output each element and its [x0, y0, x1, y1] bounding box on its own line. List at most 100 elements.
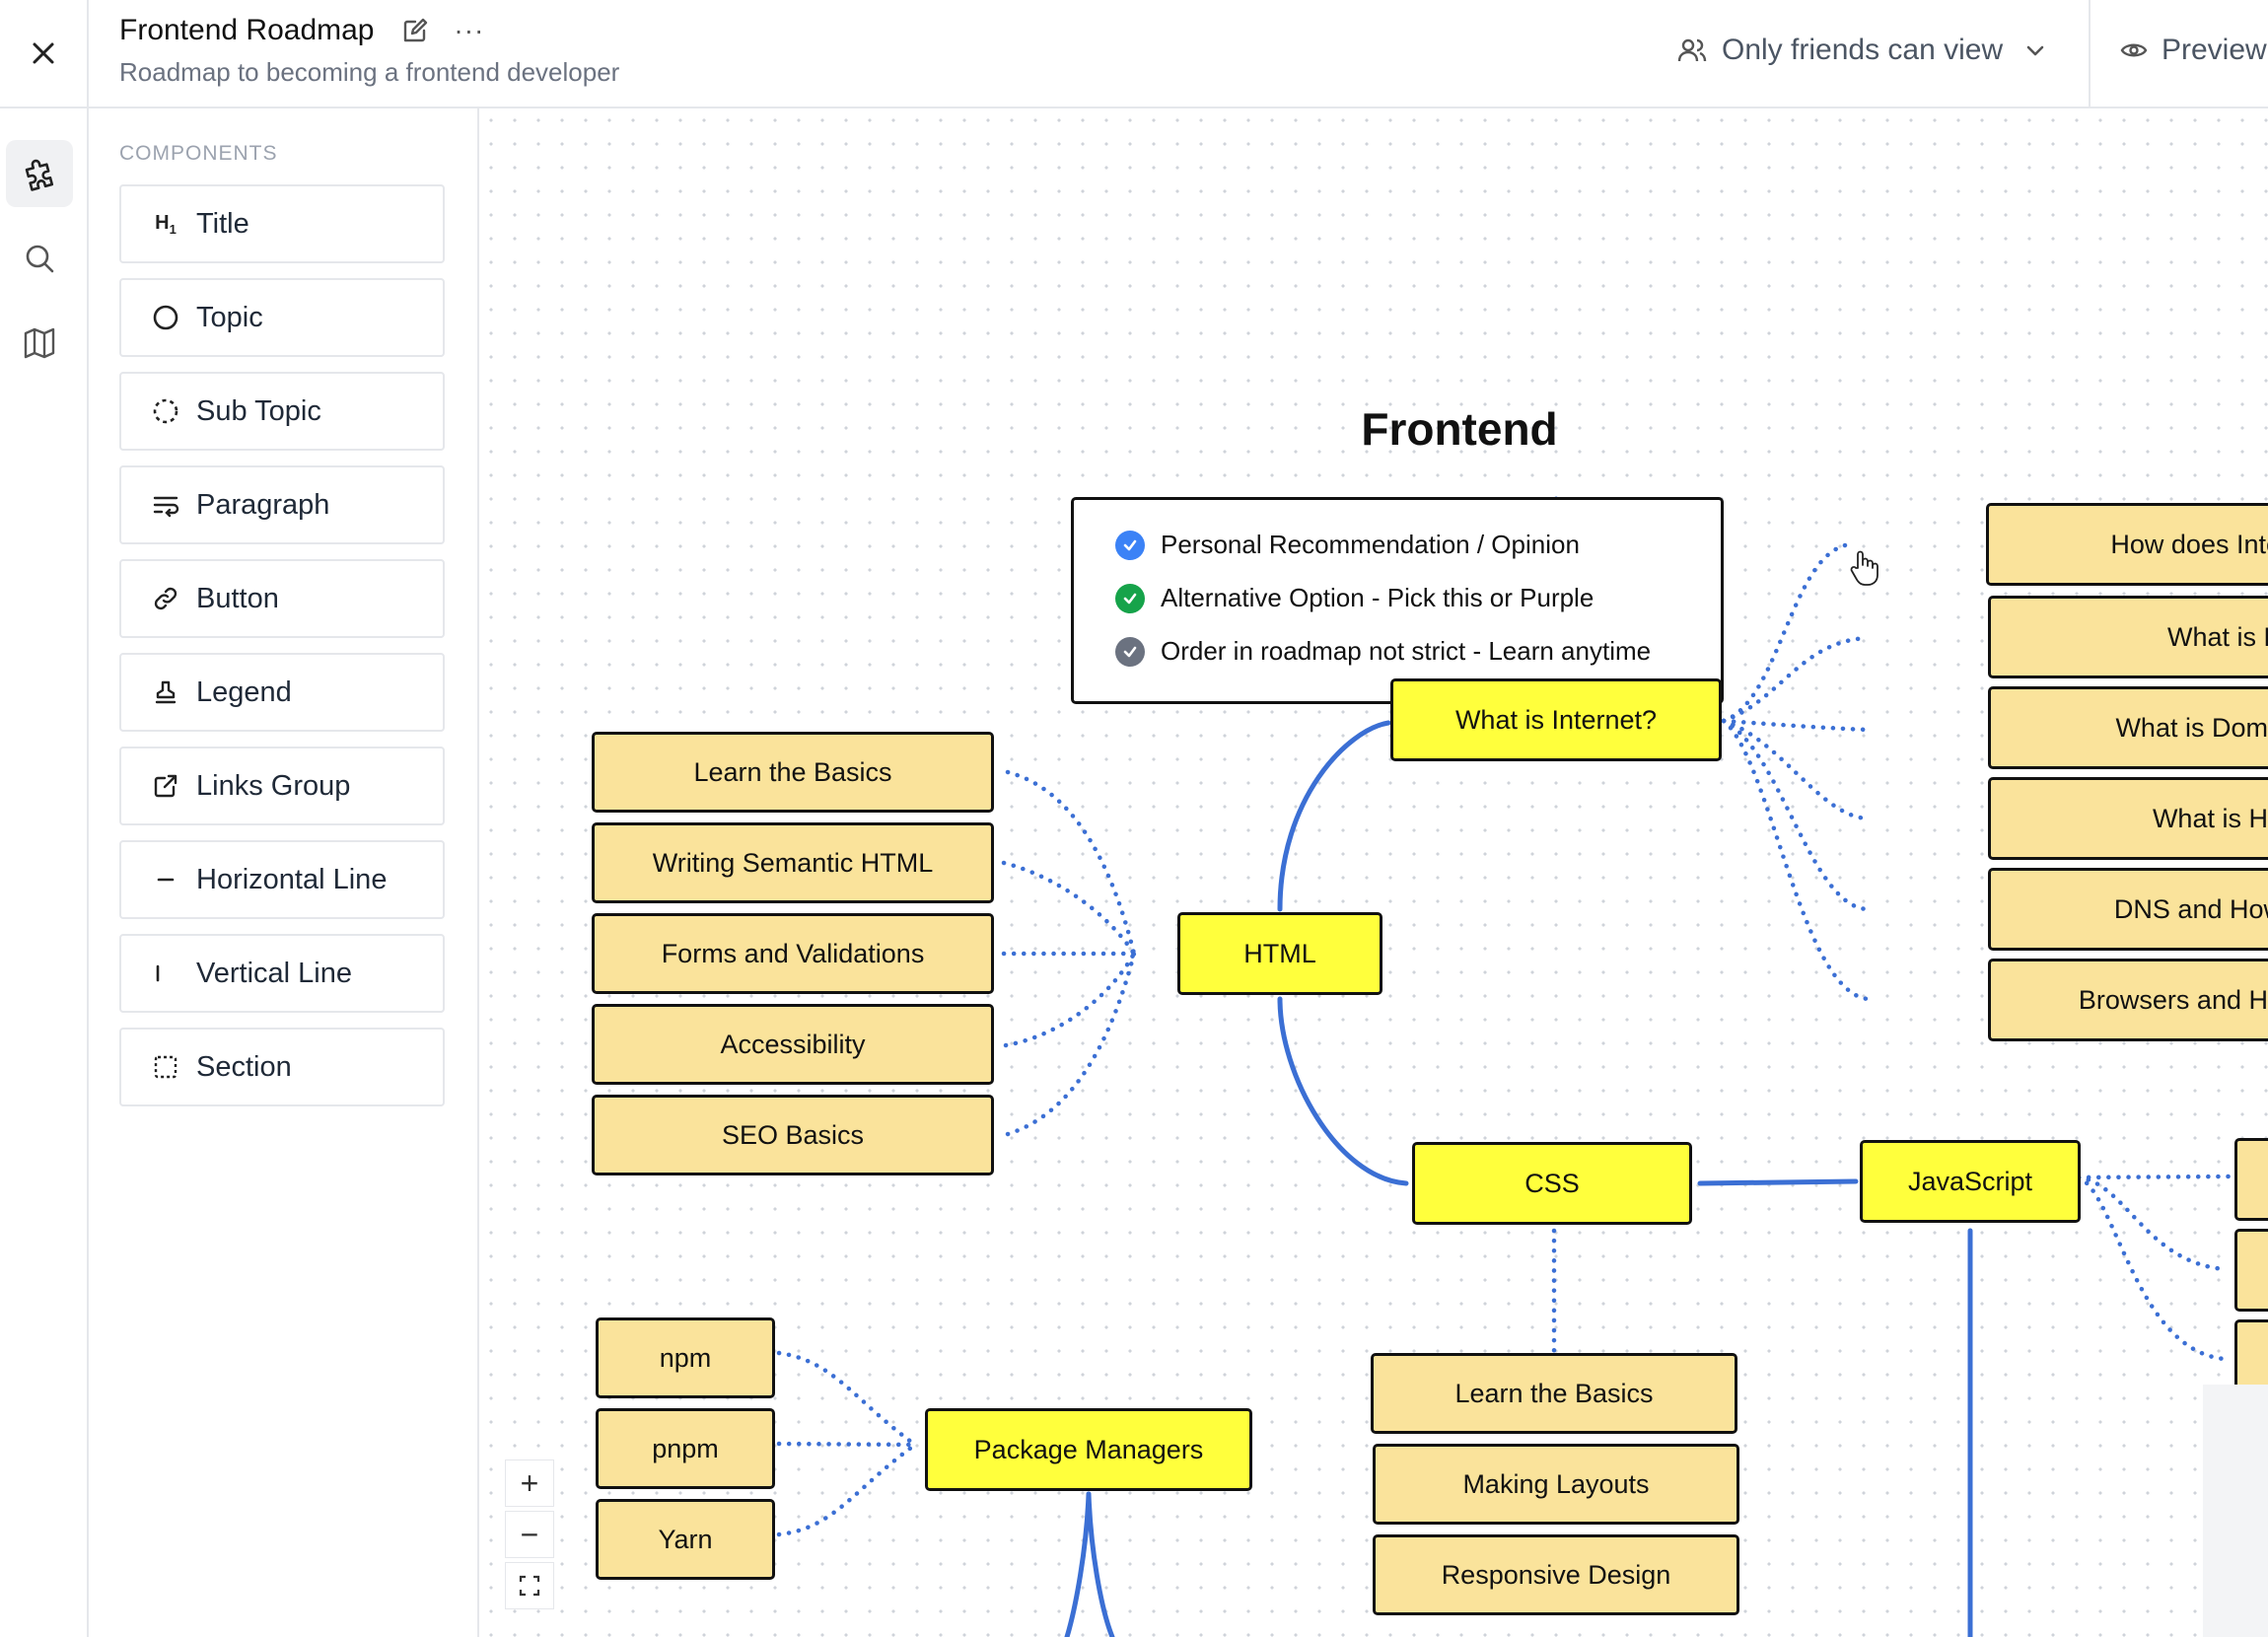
component-label: Vertical Line — [196, 957, 352, 989]
node-label: DNS and How — [2113, 893, 2268, 924]
component-label: Links Group — [196, 769, 351, 802]
components-panel: COMPONENTS H1 Title Topic Sub Topic Para… — [89, 108, 479, 1637]
fit-screen-icon — [519, 1575, 540, 1597]
node-label: Browsers and Ho — [2078, 984, 2268, 1015]
chevron-down-icon — [2026, 45, 2044, 56]
right-side-panel-edge — [2203, 1385, 2268, 1637]
users-icon — [1677, 38, 1707, 62]
canvas-title[interactable]: Frontend — [1361, 403, 1558, 455]
node-label: What is Ho — [2152, 803, 2268, 833]
zoom-controls: + − — [505, 1459, 556, 1637]
internet-subtopic-node[interactable]: What is H — [1988, 596, 2268, 678]
preview-label: Preview — [2162, 34, 2267, 66]
css-subtopic-node[interactable]: Making Layouts — [1373, 1444, 1739, 1525]
internet-subtopic-node[interactable]: DNS and How — [1988, 868, 2268, 951]
component-title[interactable]: H1 Title — [119, 184, 445, 263]
paragraph-icon — [151, 490, 180, 520]
check-icon — [1115, 530, 1145, 560]
vertical-line-icon — [151, 959, 180, 988]
hand-cursor-icon — [1850, 550, 1878, 586]
map-rail-button[interactable] — [6, 310, 73, 377]
edge-internet-html — [1277, 720, 1391, 912]
check-icon — [1115, 636, 1145, 667]
search-rail-button[interactable] — [6, 225, 73, 292]
html-subtopic-node[interactable]: Writing Semantic HTML — [592, 822, 994, 903]
edges-layer — [776, 496, 2233, 1637]
component-section[interactable]: Section — [119, 1028, 445, 1106]
visibility-dropdown[interactable]: Only friends can view — [1676, 34, 2060, 67]
package-manager-node[interactable]: pnpm — [596, 1408, 775, 1489]
component-label: Legend — [196, 676, 292, 708]
external-link-icon — [151, 771, 180, 801]
node-label: What is H — [2166, 621, 2268, 652]
component-paragraph[interactable]: Paragraph — [119, 465, 445, 544]
legend-text: Alternative Option - Pick this or Purple — [1161, 583, 1595, 612]
left-rail — [0, 108, 89, 1637]
javascript-subtopic-node[interactable] — [2234, 1138, 2268, 1221]
css-subtopic-node[interactable]: Responsive Design — [1373, 1534, 1739, 1615]
legend-item: Personal Recommendation / Opinion — [1115, 530, 1580, 560]
component-vertical-line[interactable]: Vertical Line — [119, 934, 445, 1013]
package-manager-node[interactable]: Yarn — [596, 1499, 775, 1580]
component-button[interactable]: Button — [119, 559, 445, 638]
close-icon — [33, 42, 54, 64]
horizontal-line-icon — [151, 865, 180, 894]
legend-text: Personal Recommendation / Opinion — [1161, 530, 1580, 559]
html-subtopic-node[interactable]: Learn the Basics — [592, 732, 994, 813]
topic-html[interactable]: HTML — [1177, 912, 1382, 995]
internet-subtopic-node[interactable]: How does Inte — [1986, 503, 2268, 586]
topic-package-managers[interactable]: Package Managers — [925, 1408, 1252, 1491]
internet-subtopic-node[interactable]: Browsers and Ho — [1988, 959, 2268, 1041]
zoom-in-button[interactable]: + — [505, 1459, 554, 1507]
header-divider — [2089, 0, 2091, 107]
node-label: How does Inte — [2110, 529, 2268, 559]
header-bar: Frontend Roadmap ··· Roadmap to becoming… — [0, 0, 2268, 108]
puzzle-icon — [25, 159, 54, 191]
html-subtopic-node[interactable]: SEO Basics — [592, 1095, 994, 1175]
legend-item: Alternative Option - Pick this or Purple — [1115, 583, 1594, 613]
check-icon — [1115, 583, 1145, 613]
search-icon — [26, 245, 54, 273]
roadmap-title: Frontend Roadmap — [119, 14, 375, 46]
edge-html-css — [1277, 996, 1409, 1186]
component-topic[interactable]: Topic — [119, 278, 445, 357]
css-subtopic-node[interactable]: Learn the Basics — [1371, 1353, 1737, 1434]
visibility-label: Only friends can view — [1722, 34, 2004, 66]
component-label: Sub Topic — [196, 394, 321, 427]
html-subtopic-node[interactable]: Accessibility — [592, 1004, 994, 1085]
component-horizontal-line[interactable]: Horizontal Line — [119, 840, 445, 919]
fit-view-button[interactable] — [505, 1562, 554, 1609]
legend-text: Order in roadmap not strict - Learn anyt… — [1161, 636, 1652, 666]
html-subtopic-node[interactable]: Forms and Validations — [592, 913, 994, 994]
component-label: Title — [196, 207, 249, 240]
component-sub-topic[interactable]: Sub Topic — [119, 372, 445, 451]
roadmap-canvas[interactable]: Frontend Personal Recommendation / Opini… — [479, 108, 2268, 1637]
stamp-icon — [151, 677, 180, 707]
internet-subtopic-node[interactable]: What is Doma — [1988, 686, 2268, 769]
panel-heading: COMPONENTS — [119, 142, 278, 165]
heading-icon: H1 — [155, 211, 177, 237]
zoom-out-button[interactable]: − — [505, 1511, 554, 1558]
topic-css[interactable]: CSS — [1412, 1142, 1692, 1225]
component-label: Horizontal Line — [196, 863, 388, 895]
topic-javascript[interactable]: JavaScript — [1860, 1140, 2081, 1223]
close-button[interactable] — [0, 0, 89, 107]
preview-button[interactable]: Preview — [2120, 34, 2267, 67]
component-label: Paragraph — [196, 488, 330, 521]
roadmap-subtitle: Roadmap to becoming a frontend developer — [119, 57, 620, 87]
component-legend[interactable]: Legend — [119, 653, 445, 732]
internet-subtopic-node[interactable]: What is Ho — [1988, 777, 2268, 860]
legend-box[interactable]: Personal Recommendation / Opinion Altern… — [1071, 497, 1724, 704]
edit-icon[interactable] — [400, 16, 430, 45]
eye-icon — [2120, 43, 2148, 57]
components-rail-button[interactable] — [6, 140, 73, 207]
topic-internet[interactable]: What is Internet? — [1390, 678, 1722, 761]
circle-icon — [151, 303, 180, 332]
dashed-circle-icon — [151, 396, 180, 426]
more-options-icon[interactable]: ··· — [454, 15, 485, 45]
section-icon — [151, 1052, 180, 1082]
package-manager-node[interactable]: npm — [596, 1317, 775, 1398]
component-links-group[interactable]: Links Group — [119, 747, 445, 825]
component-label: Topic — [196, 301, 263, 333]
javascript-subtopic-node[interactable] — [2234, 1229, 2268, 1312]
